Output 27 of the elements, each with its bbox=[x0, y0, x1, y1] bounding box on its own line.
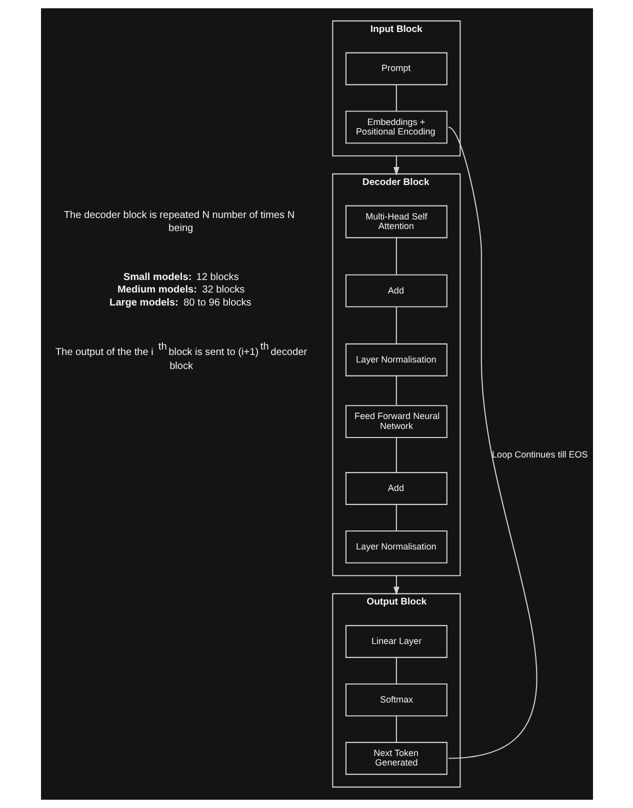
node-box: Linear Layer bbox=[344, 625, 447, 658]
node-box: Prompt bbox=[344, 52, 447, 86]
label: Large models: 80 to 96 blocks bbox=[109, 297, 251, 308]
connector bbox=[395, 376, 396, 406]
edge-label: Loop Continues till EOS bbox=[492, 449, 588, 460]
connector bbox=[395, 84, 396, 111]
node-box: Next Token Generated bbox=[344, 742, 447, 775]
label: Medium models: 32 blocks bbox=[117, 284, 244, 296]
node-box: Add bbox=[344, 274, 447, 308]
connector bbox=[395, 238, 396, 275]
node-box: Multi-Head Self Attention bbox=[344, 205, 447, 238]
node-box: Feed Forward Neural Network bbox=[344, 405, 447, 438]
arrow bbox=[392, 156, 399, 176]
connector bbox=[448, 126, 536, 759]
label: Small models: 12 blocks bbox=[122, 272, 238, 283]
node-box: Add bbox=[344, 472, 447, 505]
node-box: Layer Normalisation bbox=[344, 343, 447, 376]
connector bbox=[395, 658, 396, 684]
node-box: Layer Normalisation bbox=[344, 530, 447, 564]
connector bbox=[395, 716, 396, 742]
connector bbox=[395, 504, 396, 531]
node-box: Softmax bbox=[344, 683, 447, 716]
connector bbox=[395, 307, 396, 344]
node-box: Embeddings + Positional Encoding bbox=[344, 110, 447, 144]
arrow bbox=[392, 576, 399, 596]
connector bbox=[395, 438, 396, 472]
label: The decoder block is repeated N number of times N being bbox=[63, 210, 294, 234]
